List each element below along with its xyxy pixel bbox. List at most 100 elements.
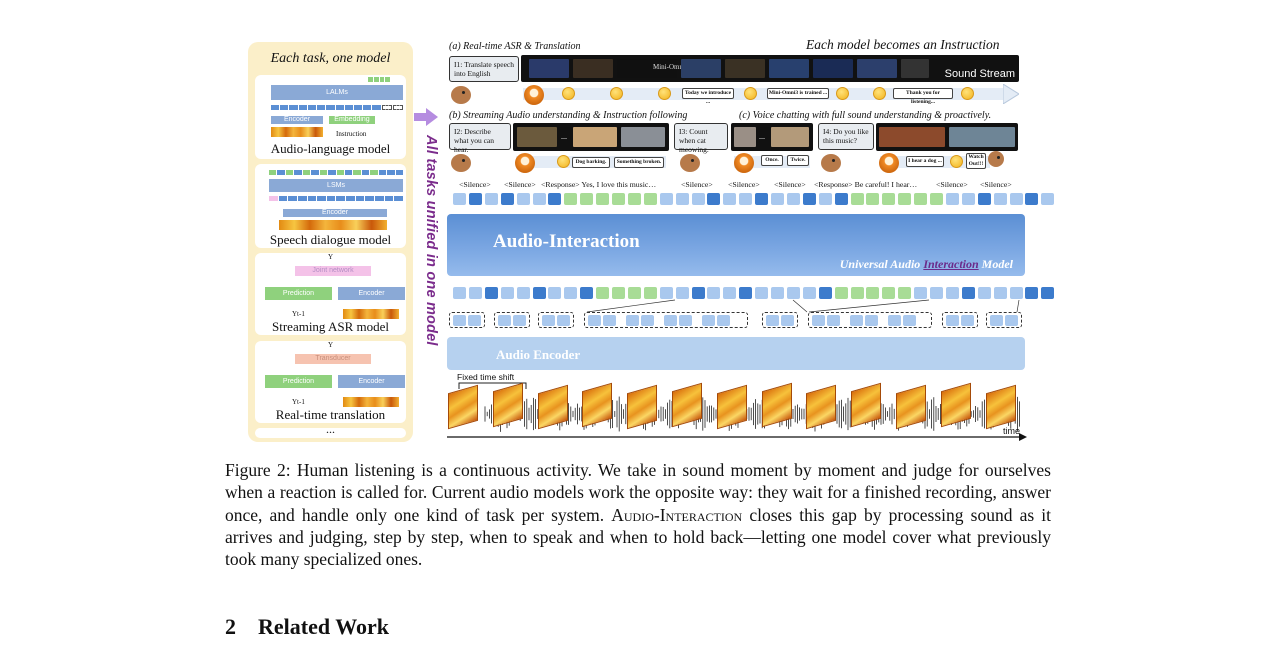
embedding-bar: Embedding xyxy=(329,116,375,124)
token-block xyxy=(596,193,610,205)
card-speech-dialogue-model: LSMs Encoder Speech dialogue model xyxy=(255,164,406,248)
thinking-emoji-icon xyxy=(610,87,623,100)
token-block xyxy=(977,287,991,299)
token-block xyxy=(707,287,721,299)
video-filmstrip: ... xyxy=(731,123,813,151)
token-block xyxy=(707,193,721,205)
instruction-box-i2: I2: Describe what you can hear. xyxy=(449,123,511,154)
thinking-emoji-icon xyxy=(562,87,575,100)
panel-a-label: (a) Real-time ASR & Translation xyxy=(449,41,581,52)
video-title: Mini-Omni3 xyxy=(653,63,689,71)
left-panel: Each task, one model LALMs Encoder Embed… xyxy=(248,42,413,442)
frame-group xyxy=(762,312,798,328)
figure-heading: Each model becomes an Instruction xyxy=(806,37,1000,52)
capybara-icon xyxy=(451,154,471,172)
prediction-bar: Prediction xyxy=(265,375,332,388)
left-panel-title: Each task, one model xyxy=(270,51,391,66)
card-label: Streaming ASR model xyxy=(272,319,389,334)
token-block xyxy=(580,287,594,299)
token-block xyxy=(882,287,896,299)
prev-token-label: Yt-1 xyxy=(292,398,305,406)
card-more: ... xyxy=(255,422,406,438)
token-block xyxy=(961,193,975,205)
response-bubble: Mini-Omni3 is trained ... xyxy=(767,88,829,99)
token-block xyxy=(596,287,610,299)
token-block xyxy=(1025,287,1039,299)
spectrogram-icon xyxy=(343,397,399,407)
yt-label: Y xyxy=(328,253,334,261)
token-block xyxy=(627,193,641,205)
subtitle-pre: Universal Audio xyxy=(839,257,924,271)
ellipsis-label: ... xyxy=(326,422,335,436)
audio-encoder-block: Audio Encoder xyxy=(447,337,1025,370)
token-block xyxy=(500,193,514,205)
sequence-label: <Response> Be careful! I hear… xyxy=(814,180,918,189)
token-block xyxy=(786,287,800,299)
lalms-bar: LALMs xyxy=(271,85,403,100)
response-bubble: Dog barking. xyxy=(572,157,610,168)
token-block xyxy=(993,287,1007,299)
thinking-emoji-icon xyxy=(961,87,974,100)
panel-c-label: (c) Voice chatting with full sound under… xyxy=(739,110,992,121)
transducer-bar: Transducer xyxy=(295,354,371,364)
subtitle-post: Model xyxy=(978,257,1013,271)
response-bubble: Twice. xyxy=(787,155,809,166)
frame-group xyxy=(942,312,978,328)
capybara-icon xyxy=(821,154,841,172)
time-axis-arrow-icon xyxy=(447,433,1027,441)
tiger-avatar-icon xyxy=(524,85,544,105)
unified-tasks-caption: All tasks unified in one model xyxy=(423,135,439,346)
audio-interaction-block: Audio-Interaction Universal Audio Intera… xyxy=(447,214,1025,276)
timeline-arrowhead-icon xyxy=(1003,84,1019,104)
frame-group xyxy=(449,312,485,328)
token-block xyxy=(659,287,673,299)
response-bubble: Today we introduce ... xyxy=(682,88,734,105)
token-block xyxy=(1041,193,1055,205)
video-filmstrip xyxy=(876,123,1018,151)
token-block xyxy=(580,193,594,205)
token-block xyxy=(866,193,880,205)
response-bubble: Once. xyxy=(761,155,783,166)
audio-encoder-title: Audio Encoder xyxy=(496,347,581,362)
lsms-bar: LSMs xyxy=(269,179,403,192)
capybara-icon xyxy=(680,154,700,172)
spectrogram-icon xyxy=(343,309,399,319)
token-block xyxy=(612,193,625,205)
sequence-label: <Response> Yes, I love this music… xyxy=(541,180,657,189)
token-block xyxy=(548,193,562,205)
card-label: Audio-language model xyxy=(270,141,391,156)
fixed-time-shift-label: Fixed time shift xyxy=(457,372,515,382)
sequence-label: <Silence> xyxy=(681,180,713,189)
time-axis-label: time xyxy=(1003,426,1021,436)
token-block xyxy=(818,193,832,205)
token-block xyxy=(675,193,689,205)
token-block xyxy=(453,193,466,205)
token-block xyxy=(882,193,896,205)
token-block xyxy=(516,193,530,205)
card-label: Real-time translation xyxy=(275,407,386,422)
token-strip xyxy=(269,170,403,175)
token-block xyxy=(755,287,769,299)
token-block xyxy=(1009,193,1023,205)
token-block xyxy=(564,287,578,299)
frame-group xyxy=(538,312,574,328)
token-block xyxy=(532,287,546,299)
tiger-avatar-icon xyxy=(879,153,899,173)
token-block xyxy=(516,287,530,299)
sound-stream-label: Sound Stream xyxy=(944,68,1015,80)
figure-caption: Figure 2: Human listening is a continuou… xyxy=(225,459,1051,570)
token-block xyxy=(500,287,514,299)
thinking-emoji-icon xyxy=(873,87,886,100)
response-bubble: Thank you for listening... xyxy=(893,88,953,105)
token-block xyxy=(739,287,753,299)
thinking-emoji-icon xyxy=(744,87,757,100)
section-number: 2 xyxy=(225,614,236,639)
token-block xyxy=(786,193,800,205)
sequence-label: <Silence> xyxy=(936,180,968,189)
token-block xyxy=(1041,287,1055,299)
encoder-bar: Encoder xyxy=(283,209,387,217)
capybara-icon xyxy=(988,151,1004,167)
token-block xyxy=(850,287,864,299)
sequence-label: <Silence> xyxy=(504,180,536,189)
